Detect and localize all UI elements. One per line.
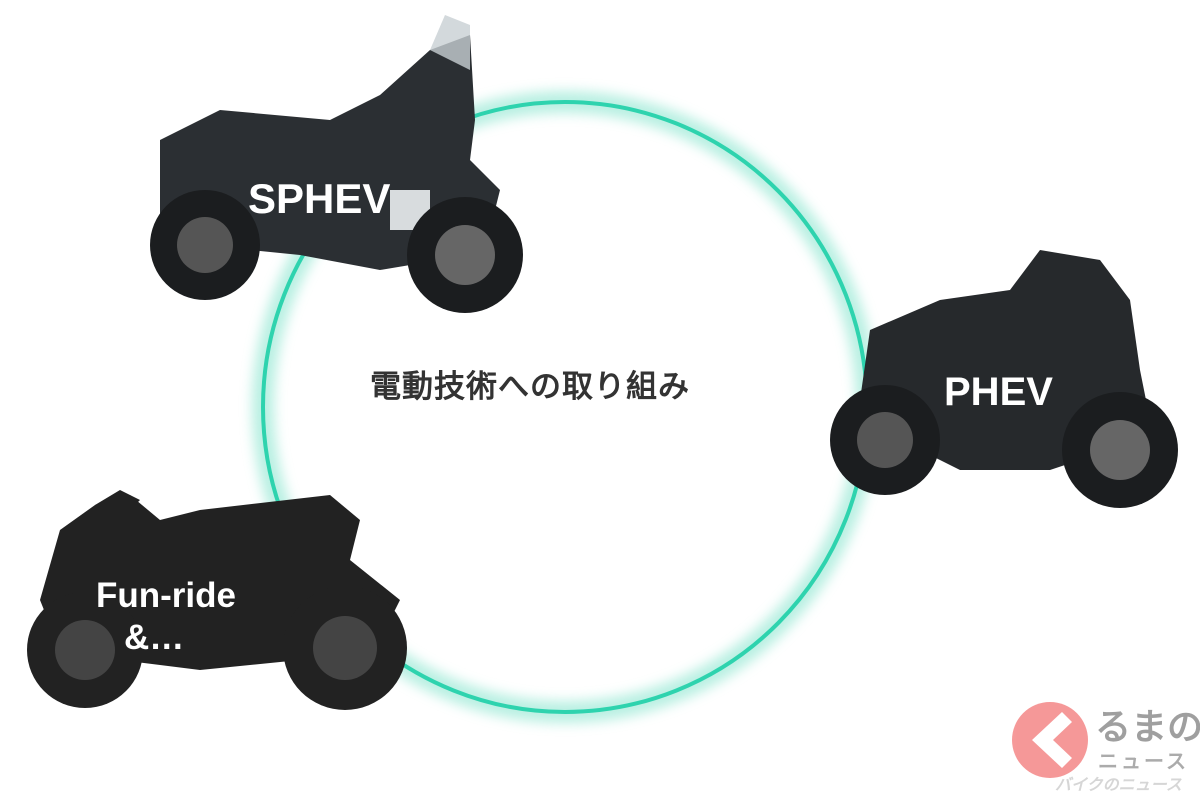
fun-ride-label-etc: &… [124, 618, 185, 657]
watermark-secondary: バイクのニュース [1055, 775, 1182, 794]
kurumanonews-logo [1012, 702, 1088, 778]
sphev-motorcycle-image [150, 15, 523, 313]
center-title: 電動技術への取り組み [370, 369, 690, 405]
fun-ride-label: Fun-ride [96, 576, 236, 615]
fun-ride-silhouette [27, 490, 407, 710]
watermark-subtext: ニュース [1098, 749, 1189, 773]
sphev-label: SPHEV [248, 175, 391, 222]
watermark-text: るまの [1095, 707, 1200, 748]
phev-label: PHEV [944, 370, 1053, 414]
phev-motorcycle-image [830, 250, 1178, 508]
